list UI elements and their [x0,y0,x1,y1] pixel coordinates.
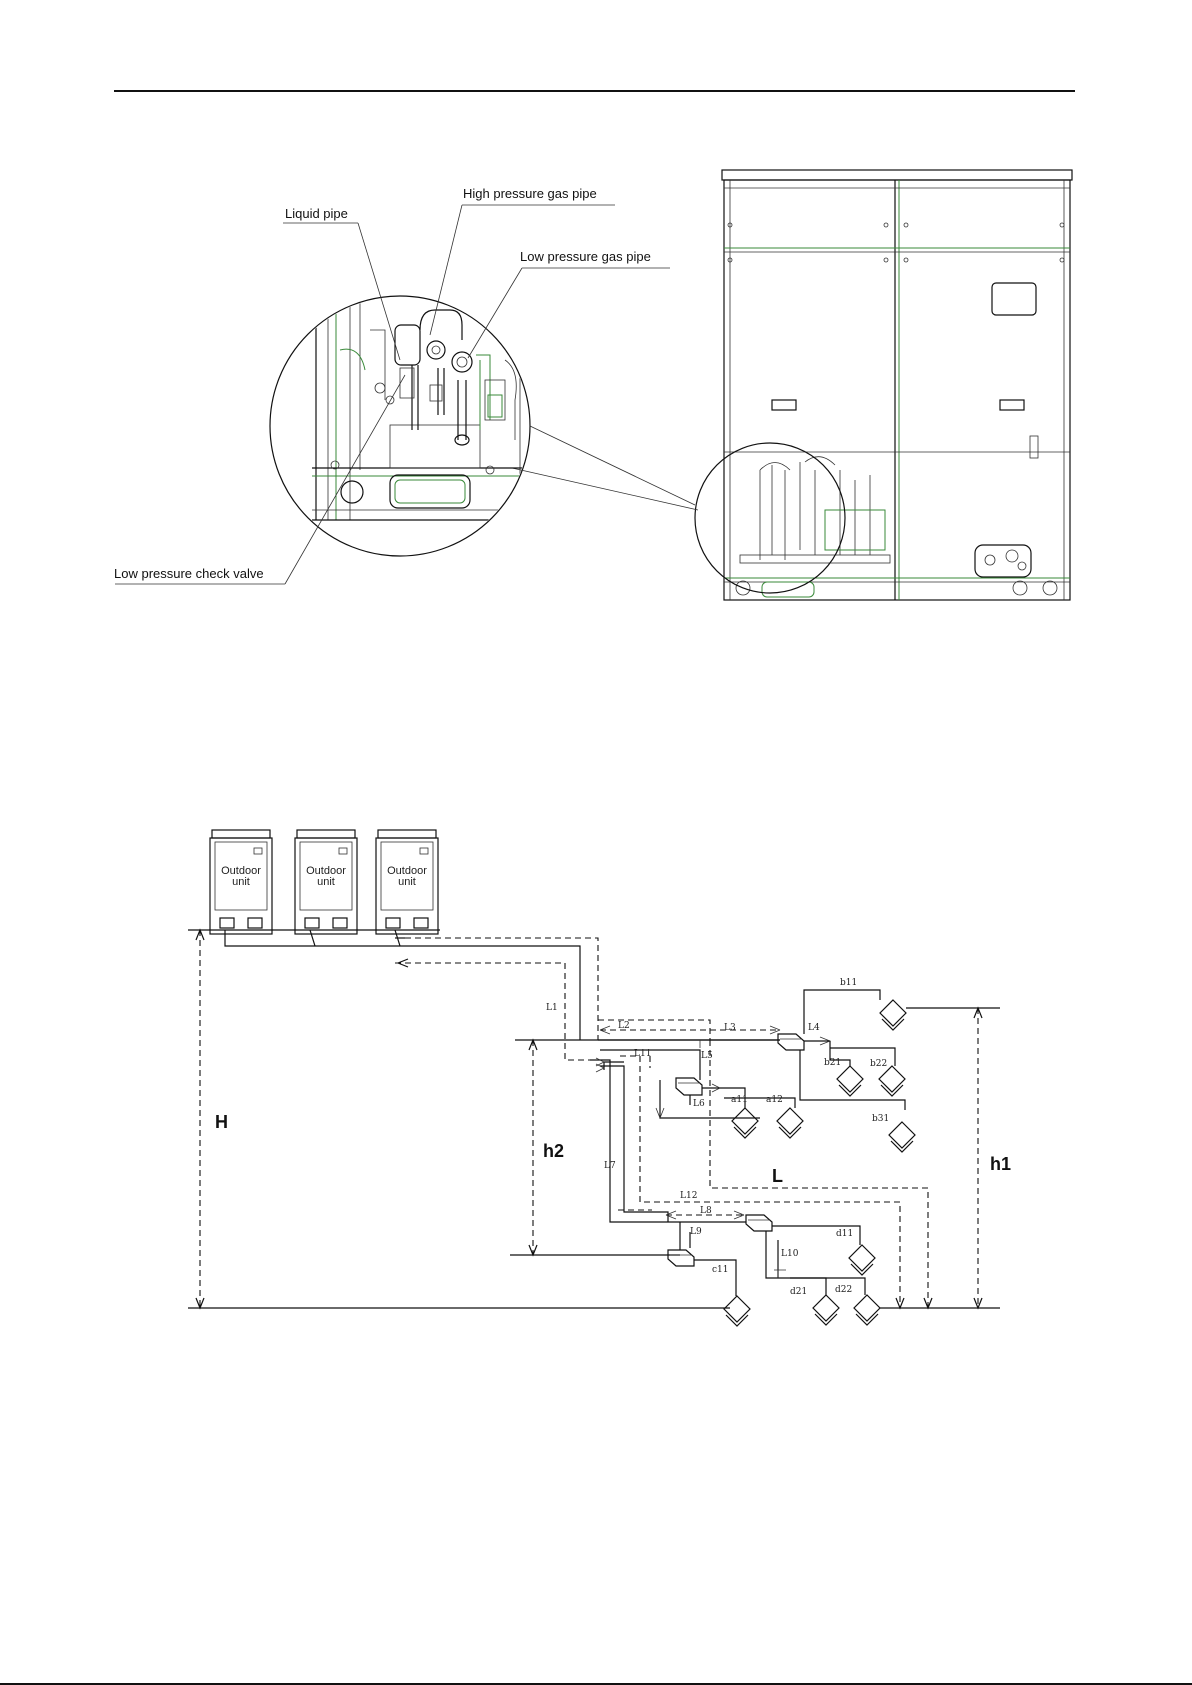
liquid-pipe-label: Liquid pipe [285,206,348,221]
outdoor-unit-front-view [722,170,1072,600]
L10-label: L10 [781,1249,799,1259]
d21-label: d21 [790,1287,807,1297]
high-pressure-gas-pipe-label: High pressure gas pipe [463,186,597,201]
d11-label: d11 [836,1229,853,1239]
L8-label: L8 [700,1206,712,1216]
outdoor-unit-label-1b: unit [232,876,250,888]
outdoor-unit-2: Outdoor unit [295,830,357,934]
L-label: L [772,1166,783,1186]
d22-label: d22 [835,1285,852,1295]
L7-label: L7 [604,1161,616,1171]
detail-circle-small [695,443,845,593]
indoor-unit-a11 [732,1108,758,1138]
b11-label: b11 [840,978,857,988]
low-pressure-gas-pipe-label: Low pressure gas pipe [520,249,651,264]
L11-label: L11 [634,1049,651,1059]
L5-label: L5 [701,1051,713,1061]
indoor-unit-a12 [777,1108,803,1138]
h1-label: h1 [990,1154,1011,1174]
L-dimension [710,1040,928,1308]
H-label: H [215,1112,228,1132]
b31-label: b31 [872,1114,889,1124]
indoor-unit-b21 [837,1066,863,1096]
L1-label: L1 [546,1003,558,1013]
L9-label: L9 [690,1227,702,1237]
indoor-unit-d11 [849,1245,875,1275]
L12-label: L12 [680,1191,697,1201]
L4-label: L4 [808,1023,820,1033]
valve-detail-figure: Liquid pipe High pressure gas pipe Low p… [114,170,1072,600]
a12-label: a12 [766,1095,783,1105]
valve-detail-contents [312,290,540,520]
branch-unit-a [676,1078,702,1095]
indoor-unit-b11 [880,1000,906,1030]
branch-unit-c [668,1250,694,1266]
h2-label: h2 [543,1141,564,1161]
low-pressure-check-valve-label: Low pressure check valve [114,566,264,581]
indoor-unit-d22 [854,1295,880,1325]
indoor-unit-c11 [724,1296,750,1326]
b21-label: b21 [824,1058,841,1068]
outdoor-unit-label-2b: unit [317,876,335,888]
indoor-unit-b22 [879,1066,905,1096]
L3-label: L3 [724,1023,736,1033]
L6-label: L6 [693,1099,705,1109]
c11-label: c11 [712,1265,729,1275]
outdoor-unit-label-3b: unit [398,876,416,888]
L2-label: L2 [618,1021,630,1031]
outdoor-unit-3: Outdoor unit [376,830,438,934]
indoor-unit-d21 [813,1295,839,1325]
indoor-unit-b31 [889,1122,915,1152]
outdoor-unit-1: Outdoor unit [210,830,272,934]
b22-label: b22 [870,1059,887,1069]
piping-length-diagram: Outdoor unit Outdoor unit Outdoor unit [188,830,1011,1326]
branch-unit-d [746,1215,772,1231]
a11-label: a11 [731,1095,748,1105]
detail-circle-large [270,296,530,556]
branch-unit-b [778,1034,804,1050]
